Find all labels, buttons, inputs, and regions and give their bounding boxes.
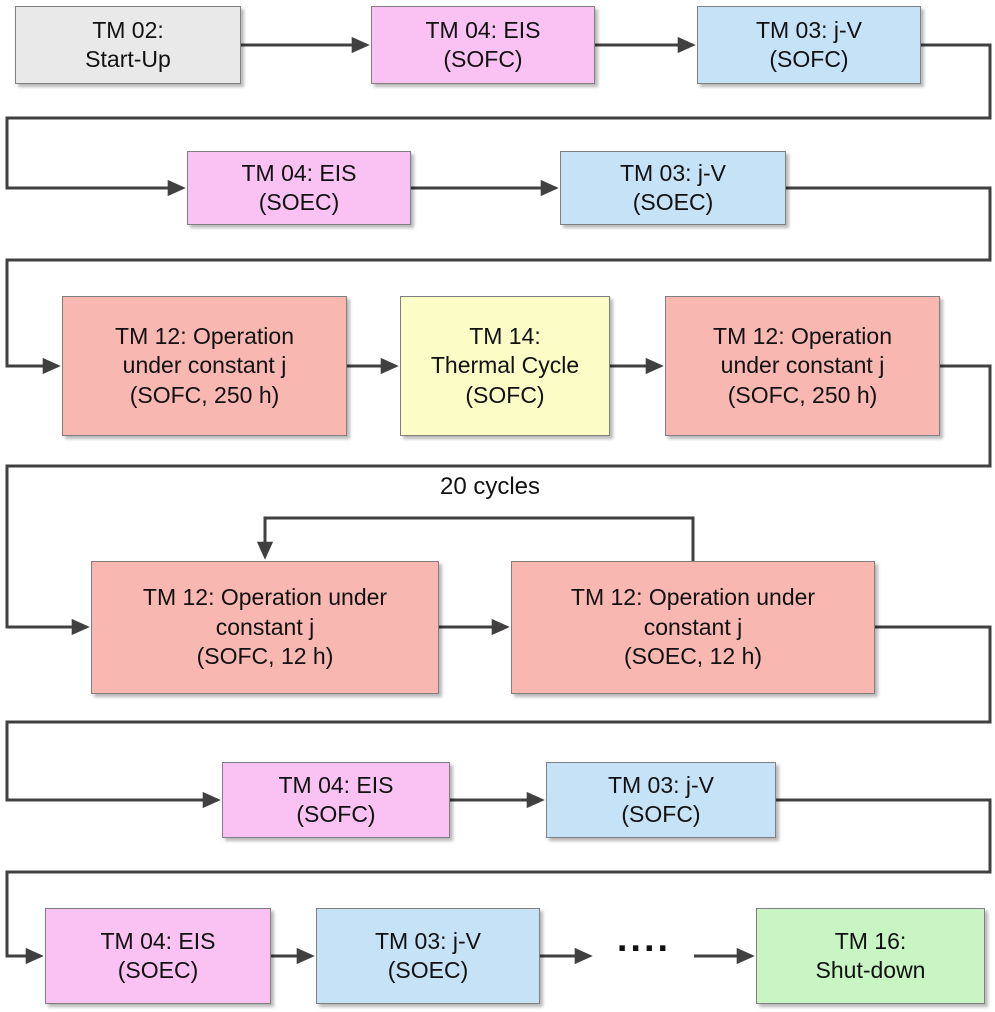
node-tm04-eis-soec-2: TM 04: EIS (SOEC)	[45, 908, 271, 1004]
node-tm12-op-sofc-250h-1: TM 12: Operation under constant j (SOFC,…	[62, 296, 347, 436]
node-tm04-eis-sofc-1: TM 04: EIS (SOFC)	[371, 6, 595, 84]
ellipsis-continuation: ....	[616, 918, 672, 960]
arrow-cycle-loop	[256, 516, 695, 561]
node-tm02-startup: TM 02: Start-Up	[15, 6, 241, 84]
node-tm04-eis-soec-1: TM 04: EIS (SOEC)	[187, 151, 411, 225]
node-tm04-eis-sofc-2: TM 04: EIS (SOFC)	[222, 762, 450, 838]
node-tm03-jv-sofc-2: TM 03: j-V (SOFC)	[546, 762, 776, 838]
node-tm12-op-sofc-250h-2: TM 12: Operation under constant j (SOFC,…	[665, 296, 940, 436]
loop-count-label: 20 cycles	[439, 473, 541, 500]
node-tm16-shutdown: TM 16: Shut-down	[756, 908, 985, 1004]
node-tm03-jv-soec-2: TM 03: j-V (SOEC)	[316, 908, 540, 1004]
node-tm12-op-soec-12h: TM 12: Operation under constant j (SOEC,…	[511, 561, 875, 694]
node-tm12-op-sofc-12h: TM 12: Operation under constant j (SOFC,…	[91, 561, 439, 694]
node-tm03-jv-soec-1: TM 03: j-V (SOEC)	[560, 151, 786, 225]
node-tm03-jv-sofc-1: TM 03: j-V (SOFC)	[697, 6, 921, 84]
node-tm14-thermal-cycle: TM 14: Thermal Cycle (SOFC)	[400, 296, 610, 436]
